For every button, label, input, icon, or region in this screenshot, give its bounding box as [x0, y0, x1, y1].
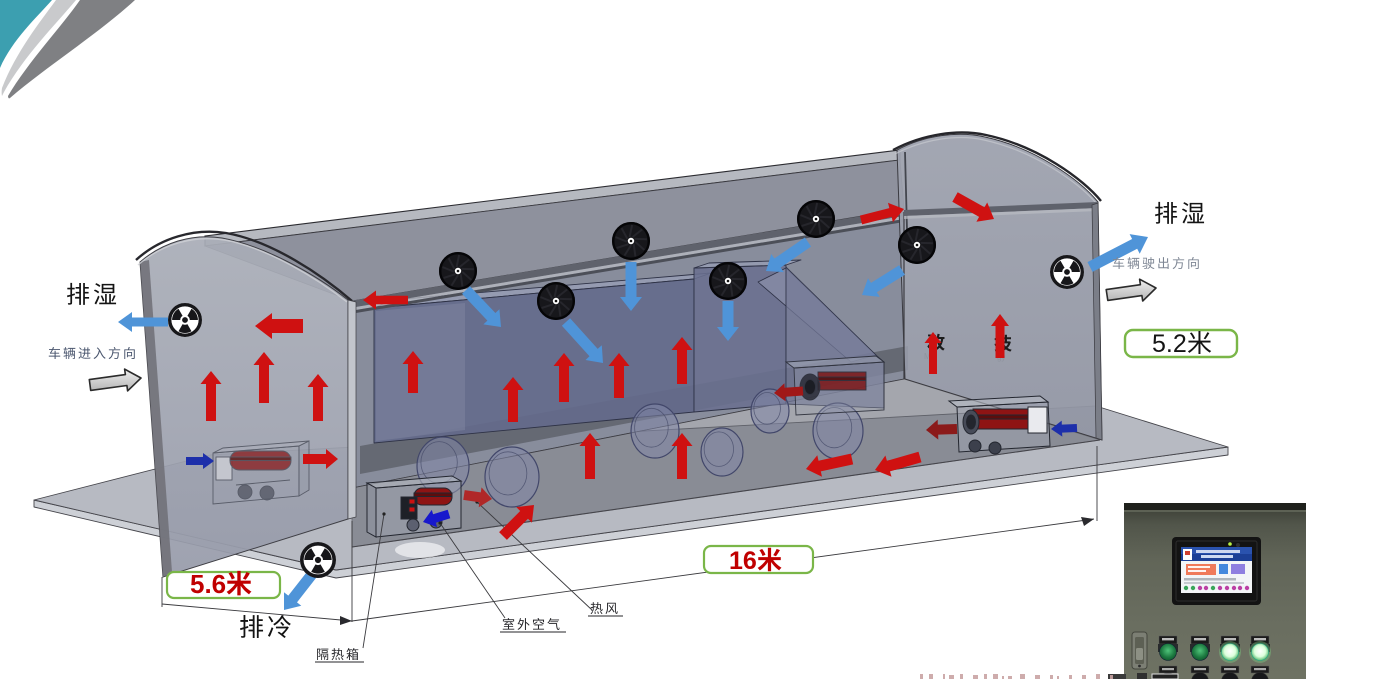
svg-text:16: 16 [729, 547, 757, 575]
svg-text:M: M [924, 352, 931, 361]
svg-text:5.2: 5.2 [1152, 330, 1187, 358]
svg-text:5.6: 5.6 [190, 569, 226, 599]
